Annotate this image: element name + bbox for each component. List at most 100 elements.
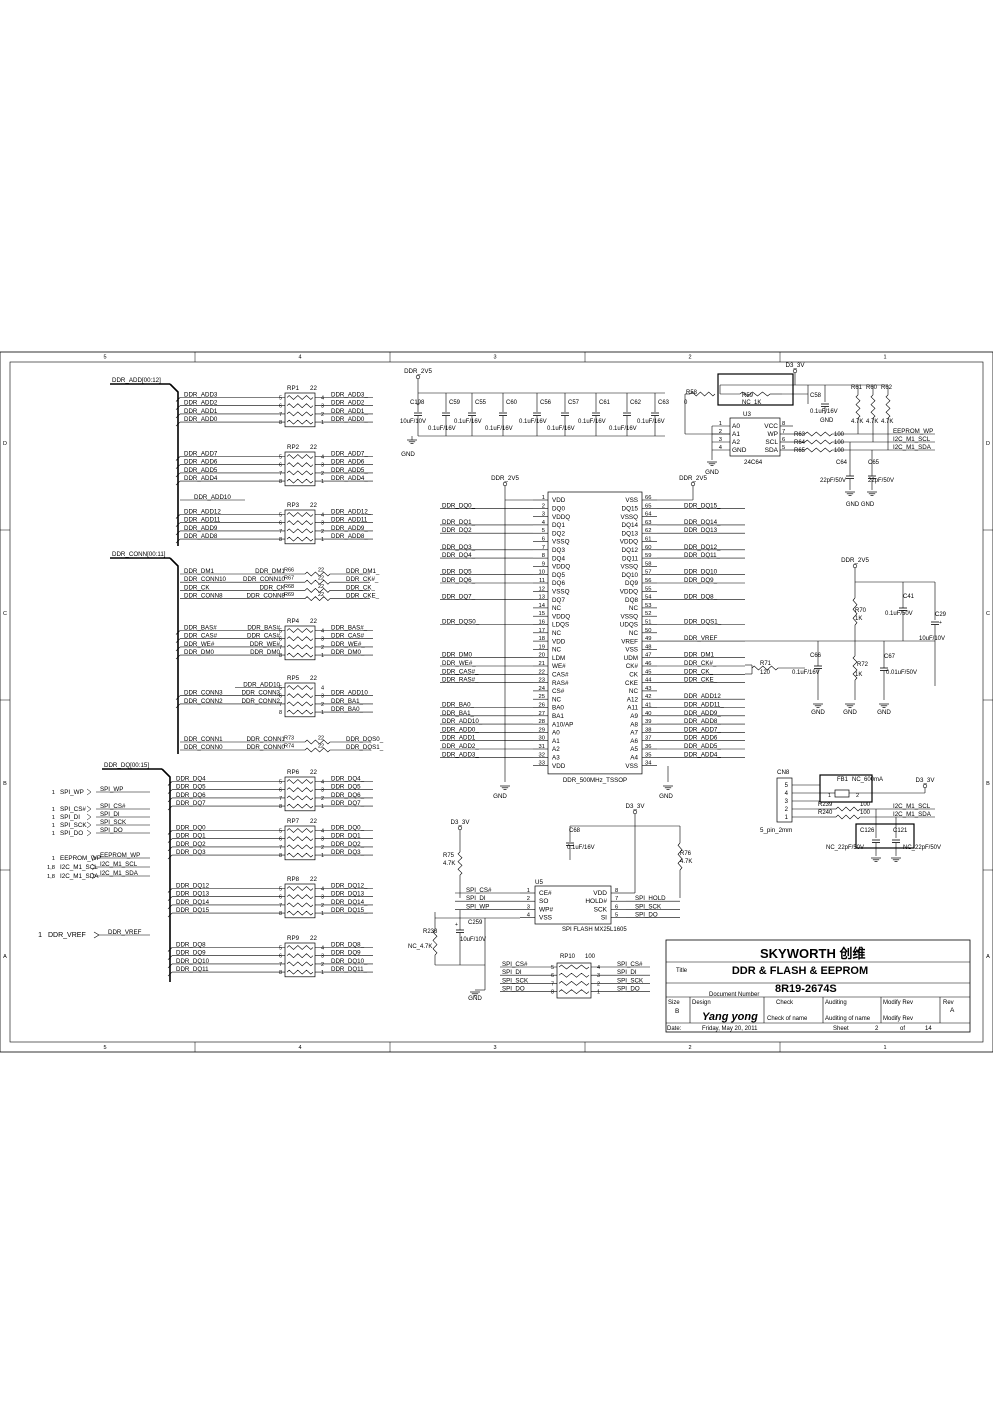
pin-number: 1 (785, 815, 789, 821)
port-arrow (91, 854, 97, 862)
net-label: SPI_CS# (100, 803, 126, 810)
pin-name: DQ14 (622, 522, 639, 529)
component-value: 0.1uF/16V (567, 845, 595, 851)
column-label: 4 (298, 355, 301, 361)
net-label: DDR_CONN10 (184, 576, 227, 583)
pin-number: 5 (615, 913, 618, 919)
port-label: I2C_M1_SCL (60, 864, 98, 871)
resistor-pack (284, 451, 316, 487)
pin-name: VREF (621, 638, 638, 645)
pin-number: 6 (279, 404, 282, 410)
field-label: Check (776, 1000, 794, 1006)
port-arrow (86, 829, 92, 837)
sheet-border (0, 351, 993, 1053)
pin-number: 25 (539, 694, 545, 700)
pin-number: 5 (279, 513, 282, 519)
bus-entry (175, 530, 181, 536)
net-label: DDR_ADD9_ (331, 525, 368, 532)
net-label: DDR_DQ8 (176, 942, 206, 949)
net-label: SPI_DI (502, 969, 522, 976)
bus-entry (175, 397, 181, 402)
resistor-symbol (739, 391, 771, 397)
pin-name: VDD (552, 763, 566, 770)
ground-label: GND (468, 995, 482, 1002)
pin-number: 7 (615, 896, 618, 902)
component-value: NC_600mA (852, 777, 883, 783)
pin-name: CS# (552, 688, 565, 695)
resistor-symbol (304, 587, 331, 593)
column-label: 5 (103, 1045, 106, 1051)
pin-number: 43 (645, 686, 651, 692)
power-port (852, 563, 858, 569)
field-label: Auditing (825, 1000, 847, 1006)
component-value: 100 (860, 802, 871, 808)
net-label: DDR_BA1_ (442, 710, 475, 717)
net-label: DDR_DM0 (184, 649, 214, 656)
pin-number: 3 (321, 954, 324, 960)
net-label: DDR_DQ11_ (331, 966, 368, 973)
net-label: DDR_CK#_ (684, 660, 717, 667)
component-value: 22 (318, 592, 324, 598)
net-label: DDR_DM0 (250, 649, 280, 656)
pin-number: 3 (321, 404, 324, 410)
resistor-pack-element (286, 910, 314, 916)
resistor-pack (284, 942, 316, 978)
pin-number: 2 (321, 471, 324, 477)
component-value: 22 (318, 576, 324, 582)
pin-name: CK# (626, 663, 639, 670)
resistor-symbol (885, 394, 891, 419)
pin-number: 2 (321, 702, 324, 708)
resistor-pack-element (286, 803, 314, 809)
pin-name: NC (629, 688, 639, 695)
component-value: 4.7K (680, 859, 692, 865)
pin-number: 15 (539, 611, 545, 617)
ground-label: GND GND (846, 502, 875, 508)
pin-name: DQ8 (625, 597, 638, 604)
component-value: 0.1uF/16V (578, 419, 606, 425)
ref-designator: RP8 (287, 876, 300, 883)
sheet-ref: 1,8 (47, 874, 55, 880)
pin-number: 8 (782, 421, 785, 427)
pin-number: 24 (539, 686, 546, 692)
pin-name: LDQS (552, 622, 569, 629)
ref-designator: R72 (857, 662, 869, 668)
resistor-pack-element (286, 852, 314, 858)
component-value: 22 (310, 935, 317, 942)
row-label: B (3, 781, 7, 787)
component-value: 1K (855, 672, 862, 678)
resistor-pack-element (558, 964, 590, 970)
ref-designator: C63 (658, 400, 670, 406)
pin-number: 2 (719, 429, 722, 435)
net-label: DDR_DM1 (184, 568, 214, 575)
pin-name: A7 (630, 730, 638, 737)
date-value: Friday, May 20, 2011 (702, 1026, 758, 1032)
component-value: 22 (318, 736, 324, 742)
resistor-pack (284, 509, 316, 545)
net-label: DDR_DQ9 (176, 950, 206, 957)
net-label: DDR_ADD6_ (684, 735, 721, 742)
ref-designator: R238 (423, 929, 438, 935)
net-label: DDR_ADD8_ (331, 533, 368, 540)
net-label: DDR_ADD2_ (331, 400, 368, 407)
pin-name: UDM (624, 655, 638, 662)
bus-entry (175, 646, 181, 652)
pin-number: 1 (321, 804, 324, 810)
pin-number: 13 (539, 595, 545, 601)
power-label: DDR_2V5 (841, 557, 869, 564)
bus-entry (175, 703, 181, 709)
pin-number: 6 (279, 521, 282, 527)
resistor-symbol (804, 447, 833, 453)
ref-designator: C61 (599, 400, 611, 406)
pin-name: VDDQ (552, 514, 570, 521)
net-label: DDR_ADD1_ (442, 735, 479, 742)
pin-number: 6 (551, 973, 554, 979)
pin-name: A4 (630, 755, 638, 762)
pin-number: 47 (645, 653, 651, 659)
net-label: DDR_BA0_ (331, 706, 364, 713)
pin-number: 8 (551, 990, 554, 996)
pin-number: 3 (542, 512, 545, 518)
field-label: Modify Rev (883, 1000, 913, 1006)
bus-entry (175, 522, 181, 527)
net-label: DDR_ADD6_ (331, 459, 368, 466)
bus-ddr-conn-label: DDR_CONN[00:11] (112, 551, 166, 558)
